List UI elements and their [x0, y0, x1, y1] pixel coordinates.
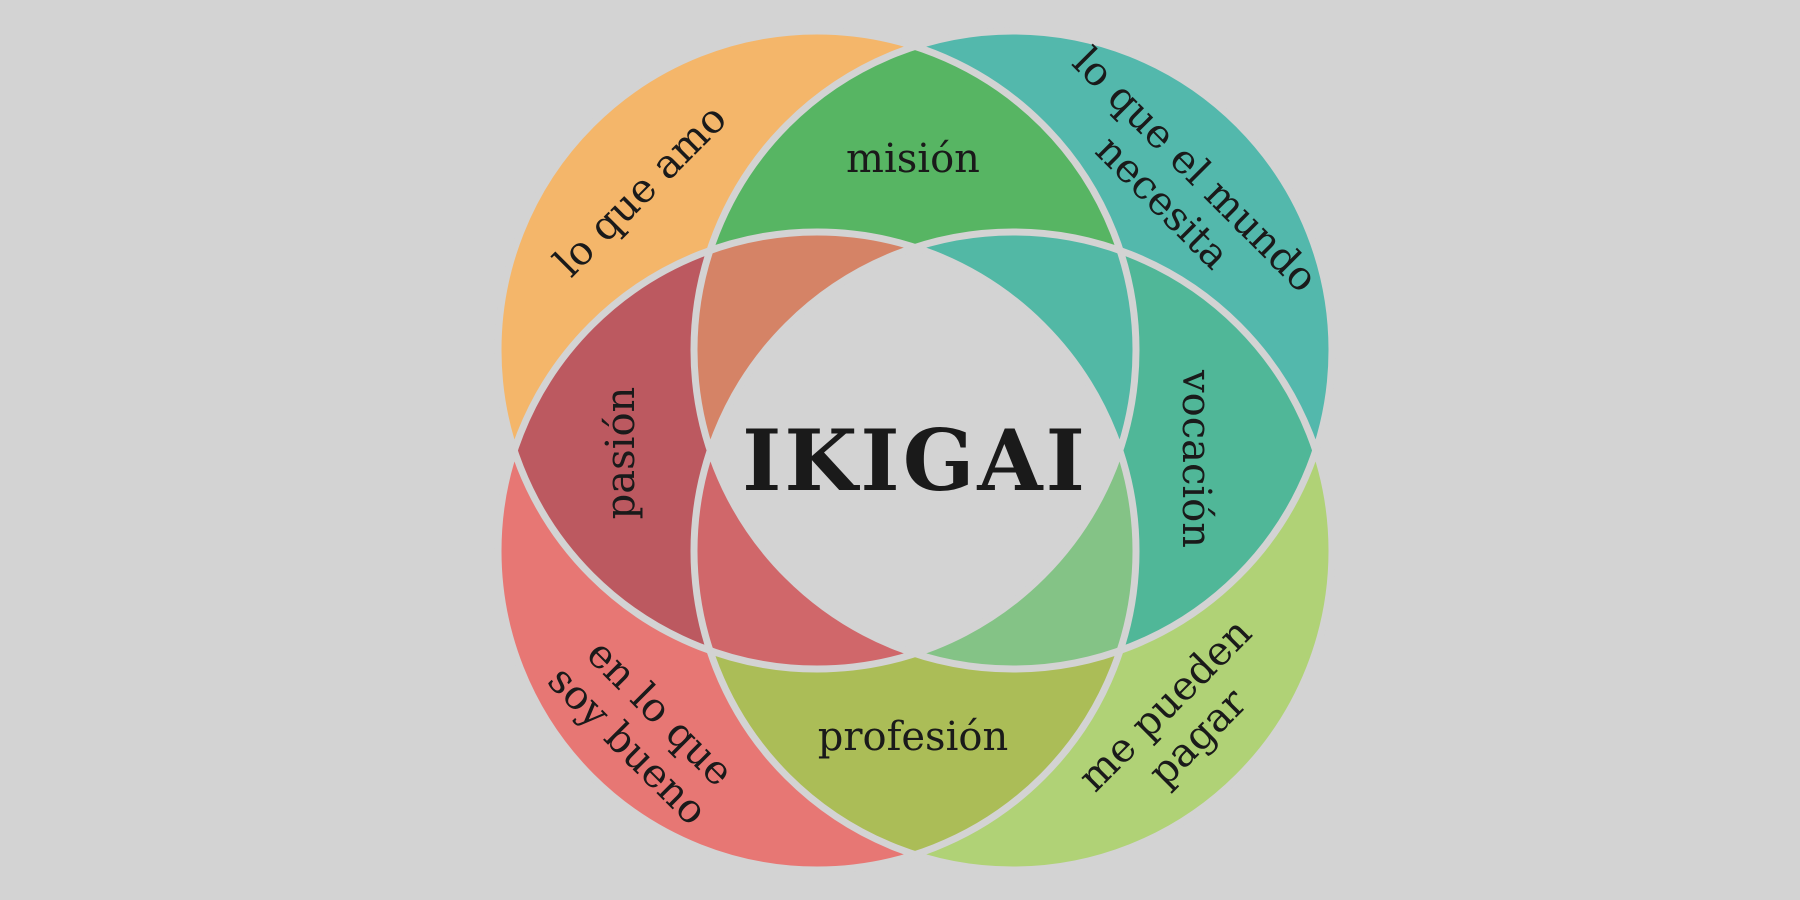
- label-mision: misión: [846, 136, 980, 182]
- circle-outlines: [494, 27, 1336, 874]
- label-vocacion: vocación: [1173, 369, 1219, 548]
- label-pasion: pasión: [598, 387, 644, 520]
- center-region: [694, 232, 1136, 669]
- label-profesion: profesión: [818, 714, 1008, 760]
- ikigai-title: IKIGAI: [742, 411, 1088, 510]
